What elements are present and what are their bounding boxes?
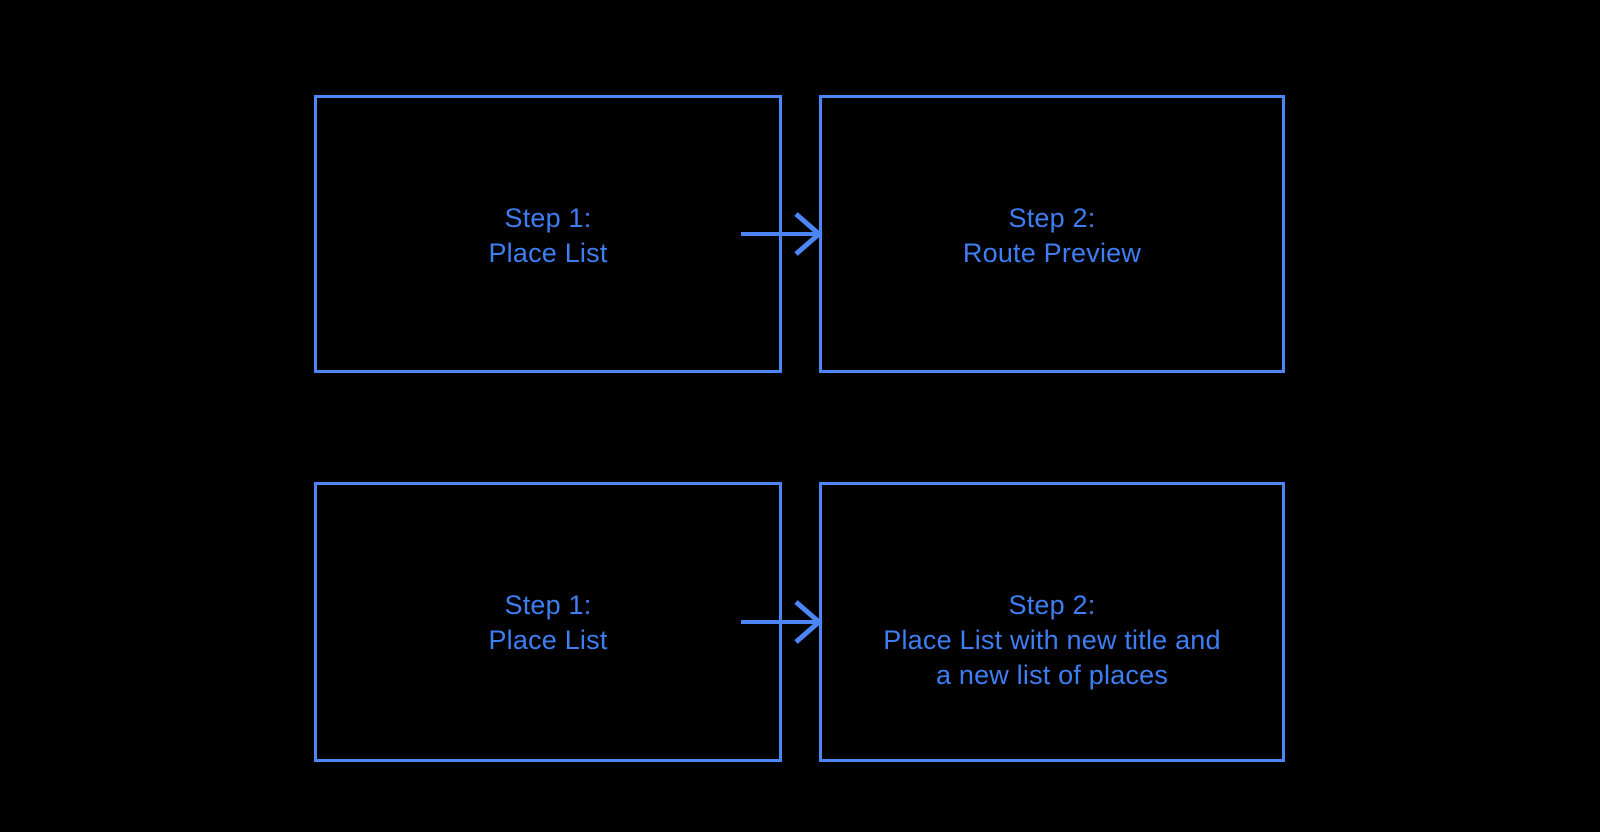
arrow-right-icon	[738, 598, 828, 646]
box-label-line: Step 2:	[1008, 590, 1096, 620]
flow-box-step2-bottom: Step 2: Place List with new title and a …	[819, 482, 1285, 762]
box-label-line: Step 1:	[504, 203, 592, 233]
box-label-line: Place List	[488, 238, 608, 268]
arrow-right-icon	[738, 210, 828, 258]
flow-box-label: Step 2: Place List with new title and a …	[822, 588, 1282, 693]
box-label-line: Step 2:	[1008, 203, 1096, 233]
flow-box-label: Step 1: Place List	[317, 201, 779, 271]
box-label-line: Place List with new title and	[883, 625, 1221, 655]
flow-box-step1-bottom: Step 1: Place List	[314, 482, 782, 762]
flow-box-step2-top: Step 2: Route Preview	[819, 95, 1285, 373]
flow-box-label: Step 1: Place List	[317, 588, 779, 658]
arrow-right-svg	[741, 600, 823, 644]
flow-box-label: Step 2: Route Preview	[822, 201, 1282, 271]
box-label-line: Place List	[488, 625, 608, 655]
box-label-line: a new list of places	[935, 660, 1169, 690]
box-label-line: Step 1:	[504, 590, 592, 620]
flow-box-step1-top: Step 1: Place List	[314, 95, 782, 373]
box-label-line: Route Preview	[962, 238, 1142, 268]
arrow-right-svg	[741, 212, 823, 256]
